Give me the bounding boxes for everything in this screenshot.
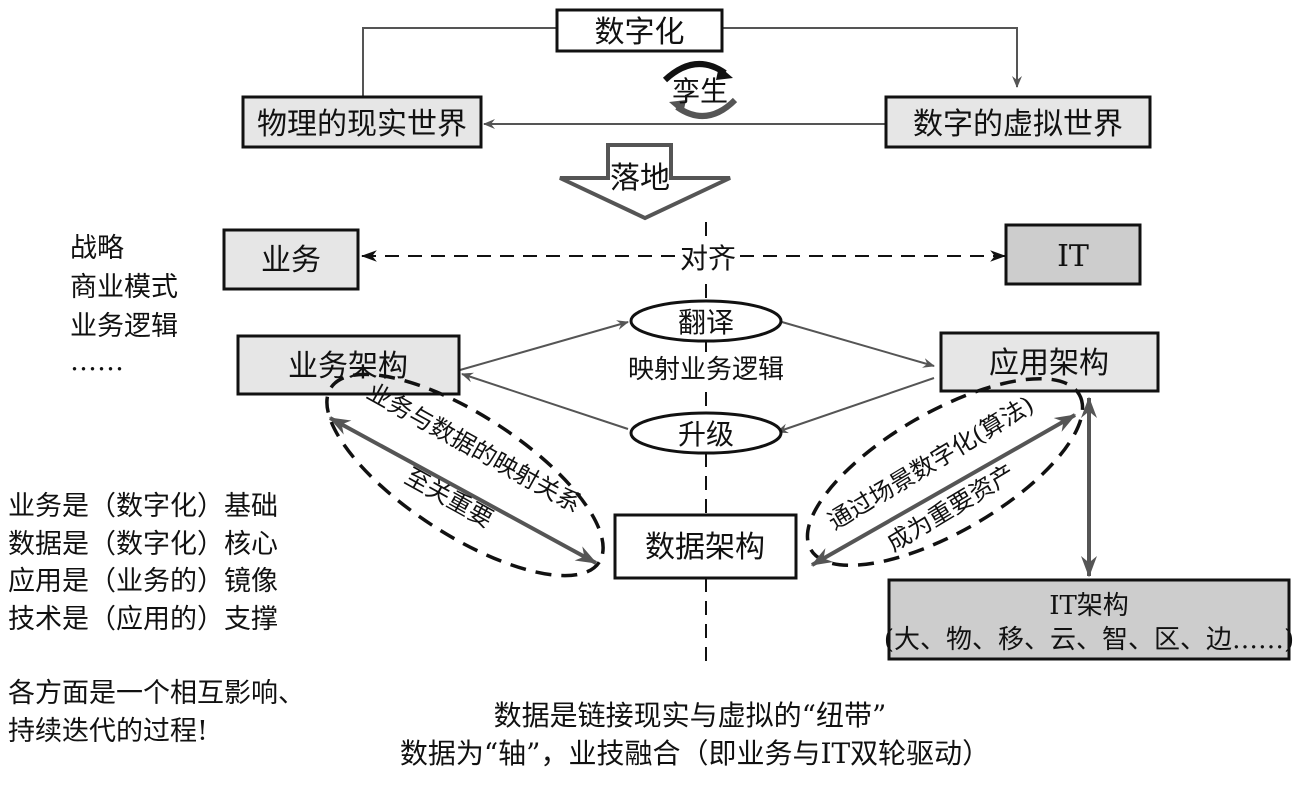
physical-world-label: 物理的现实世界 [257,107,467,142]
landing-label: 落地 [610,161,670,196]
data-application-double-arrow [810,413,1077,567]
it-architecture-items: (大、物、移、云、智、区、边……) [884,625,1294,655]
translate-node: 翻译 [629,299,783,343]
twin-cycle: 孪生 [662,61,738,119]
application-architecture-box: 应用架构 [939,331,1160,393]
business-label: 业务 [261,243,321,278]
twin-arrowhead-bottom-icon [669,100,686,114]
upgrade-to-business-arrow [461,372,629,430]
principle-item: 应用是（业务的）镜像 [8,566,278,597]
application-architecture-label: 应用架构 [989,346,1109,381]
aspect-item: …… [70,346,124,377]
translate-to-application-arrow [774,319,935,368]
physical-to-digitalization-arrow [362,23,603,97]
conclusion-line: 各方面是一个相互影响、 [8,678,305,709]
digitalization-label: 数字化 [595,15,685,50]
physical-world-box: 物理的现实世界 [241,95,483,149]
application-to-upgrade-arrow [776,377,935,434]
digital-world-label: 数字的虚拟世界 [913,107,1123,142]
relation-ellipse-left [325,372,605,578]
translate-label: 翻译 [678,306,734,339]
digital-world-box: 数字的虚拟世界 [884,95,1152,149]
landing-arrow: 落地 [559,143,731,221]
business-data-double-arrow [328,416,598,565]
conclusion-line: 持续迭代的过程! [8,716,208,747]
principle-item: 业务是（数字化）基础 [8,491,278,522]
twin-label: 孪生 [672,75,728,108]
principles-list: 业务是（数字化）基础 数据是（数字化）核心 应用是（业务的）镜像 技术是（应用的… [8,491,278,635]
principle-item: 数据是（数字化）核心 [8,529,278,560]
business-aspects-list: 战略 商业模式 业务逻辑 …… [70,233,178,377]
business-box: 业务 [222,228,360,291]
it-architecture-title: IT架构 [1049,591,1129,621]
digitalization-box: 数字化 [555,8,724,53]
business-to-translate-arrow [459,320,629,371]
align-label: 对齐 [680,242,736,275]
conclusion-note: 各方面是一个相互影响、 持续迭代的过程! [8,678,305,747]
down-arrow-icon [559,143,731,221]
upgrade-node: 升级 [629,411,783,455]
data-architecture-label: 数据架构 [645,530,765,565]
footer-line-2: 数据为“轴”，业技融合（即业务与IT双轮驱动） [400,737,990,770]
it-label: IT [1057,239,1089,274]
data-architecture-box: 数据架构 [613,513,798,580]
aspect-item: 业务逻辑 [70,311,178,342]
business-architecture-box: 业务架构 [236,334,461,396]
mapping-logic-label: 映射业务逻辑 [628,355,784,385]
twin-arrowhead-top-icon [716,66,733,80]
digitalization-to-virtual-arrow [722,27,1022,88]
aspect-item: 商业模式 [70,272,178,303]
upgrade-label: 升级 [678,418,734,451]
it-box: IT [1004,223,1142,286]
footer-line-1: 数据是链接现实与虚拟的“纽带” [494,699,887,732]
principle-item: 技术是（应用的）支撑 [8,604,278,635]
it-architecture-box: IT架构 (大、物、移、云、智、区、边……) [884,578,1294,661]
relation-left-line2: 至关重要 [400,462,498,533]
aspect-item: 战略 [70,233,124,264]
